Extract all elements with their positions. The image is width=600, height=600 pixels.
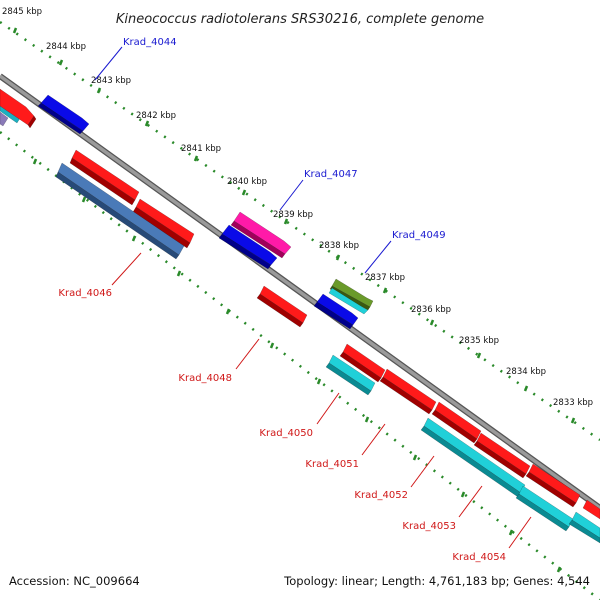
- gene-arrow[interactable]: [568, 499, 600, 544]
- gene-arrow[interactable]: [525, 463, 581, 508]
- gene-arrow[interactable]: [69, 149, 140, 206]
- genome-summary-text: Topology: linear; Length: 4,761,183 bp; …: [283, 574, 590, 588]
- label-leaders-reverse: [111, 252, 532, 549]
- tick-label: 2841 kbp: [181, 144, 221, 154]
- tick-label: 2836 kbp: [411, 305, 451, 315]
- genome-backbone: [0, 73, 600, 511]
- gene-arrow[interactable]: [473, 432, 531, 479]
- gene-label-krad-4048[interactable]: Krad_4048: [178, 373, 232, 384]
- gene-arrow[interactable]: [218, 224, 278, 270]
- gene-label-krad-4046[interactable]: Krad_4046: [58, 288, 112, 299]
- gene-arrow[interactable]: [420, 417, 526, 498]
- tick-label: 2839 kbp: [273, 210, 313, 220]
- gene-label-krad-4052[interactable]: Krad_4052: [354, 490, 408, 501]
- gene-arrow[interactable]: [329, 278, 374, 311]
- tick-label: 2843 kbp: [91, 76, 131, 86]
- gene-arrow[interactable]: [339, 343, 386, 383]
- gene-label-krad-4047[interactable]: Krad_4047: [304, 169, 358, 180]
- forward-genes: [0, 88, 374, 330]
- gene-arrow[interactable]: [431, 401, 482, 444]
- gene-labels: Krad_4044 Krad_4047 Krad_4049 Krad_4046 …: [58, 37, 506, 563]
- gene-label-krad-4054[interactable]: Krad_4054: [452, 552, 506, 563]
- gene-arrow[interactable]: [256, 285, 308, 328]
- gene-label-krad-4050[interactable]: Krad_4050: [259, 428, 313, 439]
- gene-arrow[interactable]: [379, 368, 437, 415]
- tick-label: 2842 kbp: [136, 111, 176, 121]
- gene-arrow[interactable]: [328, 287, 369, 315]
- gene-label-krad-4053[interactable]: Krad_4053: [402, 521, 456, 532]
- tick-label: 2845 kbp: [2, 7, 42, 17]
- gene-arrow[interactable]: [55, 162, 185, 260]
- gene-label-krad-4051[interactable]: Krad_4051: [305, 459, 359, 470]
- gene-label-krad-4044[interactable]: Krad_4044: [123, 37, 177, 48]
- reverse-genes: [55, 149, 600, 544]
- tick-label: 2833 kbp: [553, 398, 593, 408]
- accession-text: Accession: NC_009664: [9, 574, 140, 588]
- tick-track-lower: [0, 131, 600, 600]
- gene-arrow[interactable]: [230, 211, 292, 259]
- gene-arrow[interactable]: [0, 88, 37, 129]
- label-leaders-forward: [94, 46, 392, 274]
- gene-arrow[interactable]: [132, 198, 195, 249]
- tick-labels: 2845 kbp 2844 kbp 2843 kbp 2842 kbp 2841…: [2, 7, 593, 408]
- tick-label: 2838 kbp: [319, 241, 359, 251]
- map-title: Kineococcus radiotolerans SRS30216, comp…: [116, 12, 484, 27]
- tick-label: 2840 kbp: [227, 177, 267, 187]
- tick-marks: [12, 27, 576, 573]
- gene-arrow[interactable]: [37, 94, 90, 135]
- gene-arrow[interactable]: [313, 293, 359, 330]
- tick-track-upper: [0, 20, 600, 442]
- gene-label-krad-4049[interactable]: Krad_4049: [392, 230, 446, 241]
- tick-label: 2844 kbp: [46, 42, 86, 52]
- tick-label: 2837 kbp: [365, 273, 405, 283]
- tick-label: 2835 kbp: [459, 336, 499, 346]
- gene-arrow[interactable]: [325, 354, 376, 396]
- tick-label: 2834 kbp: [506, 367, 546, 377]
